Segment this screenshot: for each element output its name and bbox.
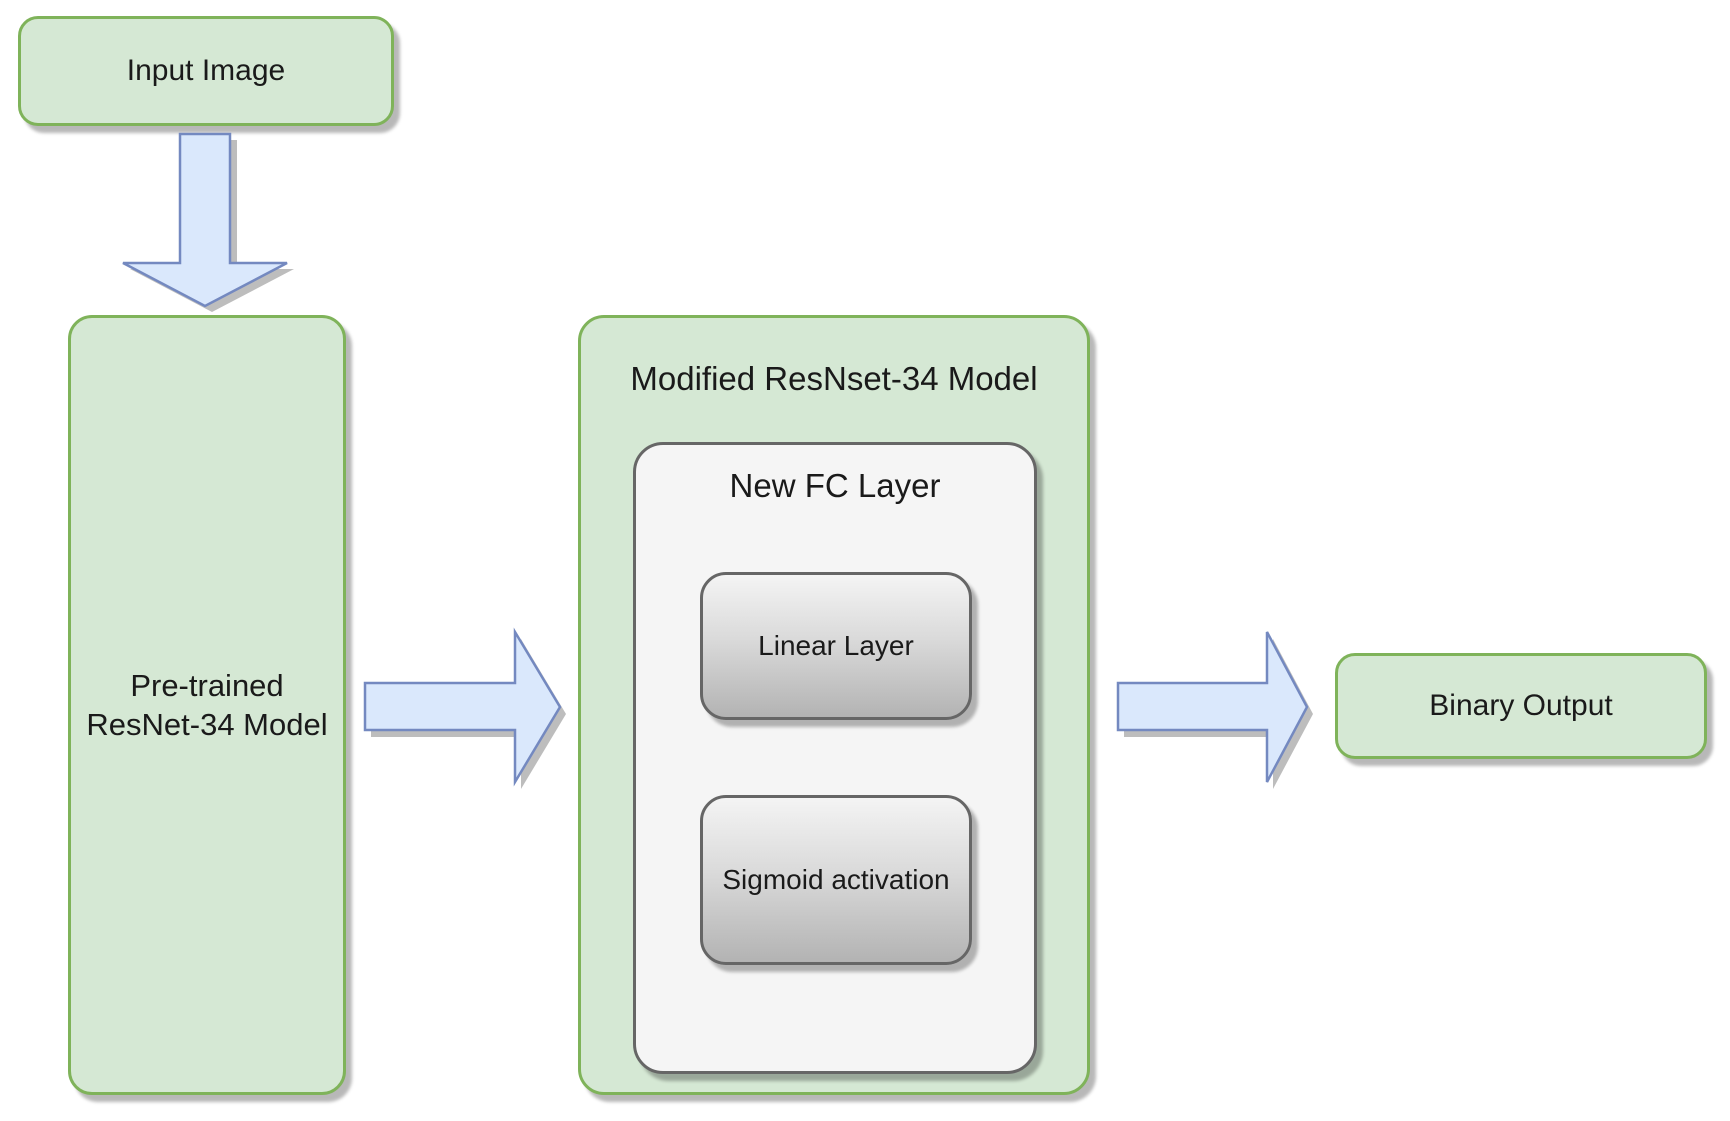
input-image-label: Input Image xyxy=(126,54,286,87)
down-arrow-icon xyxy=(122,132,294,312)
node-modified-model: Modified ResNset-34 Model New FC Layer L… xyxy=(578,315,1090,1095)
pretrained-model-label-line2: ResNet-34 Model xyxy=(86,707,328,742)
new-fc-layer-title: New FC Layer xyxy=(729,467,941,504)
right-arrow-1-icon xyxy=(363,627,566,789)
node-input-image: Input Image xyxy=(18,16,394,126)
sigmoid-activation-label: Sigmoid activation xyxy=(722,864,950,895)
node-pretrained-model: Pre-trained ResNet-34 Model xyxy=(68,315,346,1095)
modified-model-title: Modified ResNset-34 Model xyxy=(630,360,1038,397)
node-binary-output: Binary Output xyxy=(1335,653,1707,759)
node-linear-layer: Linear Layer xyxy=(700,572,972,720)
pretrained-model-label-line1: Pre-trained xyxy=(130,668,284,703)
node-sigmoid-activation: Sigmoid activation xyxy=(700,795,972,965)
node-new-fc-layer: New FC Layer Linear Layer Sigmoid activa… xyxy=(633,442,1037,1074)
down-arrow-body xyxy=(122,132,288,308)
linear-layer-label: Linear Layer xyxy=(758,630,914,661)
right-arrow-1-body xyxy=(363,627,562,787)
pretrained-model-label: Pre-trained ResNet-34 Model xyxy=(86,666,327,744)
right-arrow-2-icon xyxy=(1116,631,1313,789)
binary-output-label: Binary Output xyxy=(1429,689,1613,722)
right-arrow-2-body xyxy=(1116,631,1309,783)
